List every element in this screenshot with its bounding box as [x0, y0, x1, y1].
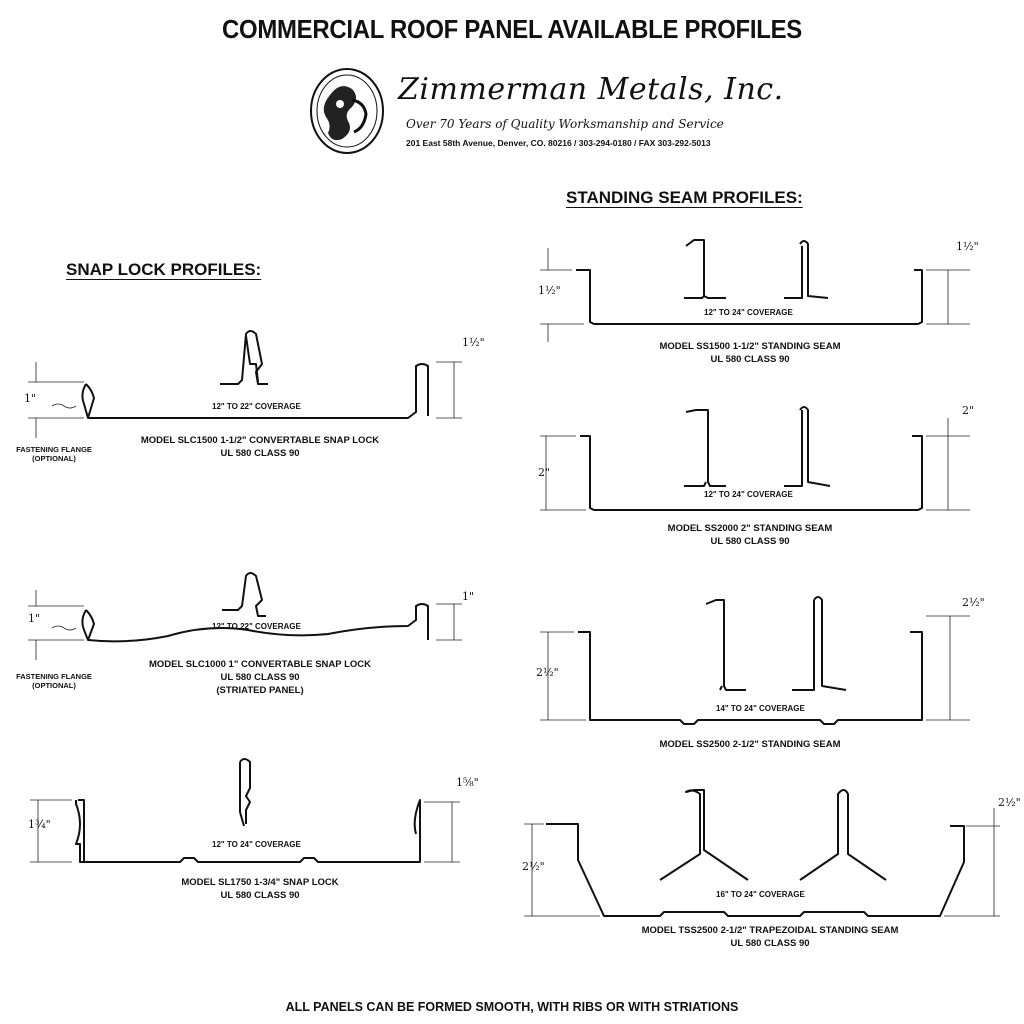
ss2500-model: MODEL SS2500 2-1/2" STANDING SEAM: [659, 739, 841, 750]
slc1000-profile-drawing: [28, 572, 462, 660]
slc1000-left-dimension: 1": [28, 612, 41, 625]
ss2000-caption: MODEL SS2000 2" STANDING SEAM UL 580 CLA…: [620, 522, 880, 548]
slc1000-flange-label: FASTENING FLANGE (OPTIONAL): [14, 672, 94, 690]
ss2000-model: MODEL SS2000 2" STANDING SEAM: [667, 523, 833, 534]
slc1000-flange-line1: FASTENING FLANGE: [16, 672, 92, 681]
ss1500-left-dimension: 1½": [538, 284, 561, 297]
ss2500-coverage: 14" TO 24" COVERAGE: [716, 704, 805, 713]
tss2500-profile-drawing: [524, 789, 1000, 917]
ss1500-coverage: 12" TO 24" COVERAGE: [704, 308, 793, 317]
ss1500-ul: UL 580 CLASS 90: [710, 354, 790, 365]
snap-lock-heading: SNAP LOCK PROFILES:: [66, 260, 262, 279]
tss2500-caption: MODEL TSS2500 2-1/2" TRAPEZOIDAL STANDIN…: [620, 924, 920, 950]
page-title: COMMERCIAL ROOF PANEL AVAILABLE PROFILES: [222, 14, 802, 44]
slc1500-caption: MODEL SLC1500 1-1/2" CONVERTABLE SNAP LO…: [120, 434, 400, 460]
slc1000-caption: MODEL SLC1000 1" CONVERTABLE SNAP LOCK U…: [120, 658, 400, 697]
company-tagline: Over 70 Years of Quality Worksmanship an…: [406, 117, 724, 131]
tss2500-right-dimension: 2½": [998, 796, 1021, 809]
slc1000-model: MODEL SLC1000 1" CONVERTABLE SNAP LOCK: [149, 659, 371, 670]
ss2500-profile-drawing: [540, 596, 970, 725]
tss2500-model: MODEL TSS2500 2-1/2" TRAPEZOIDAL STANDIN…: [641, 925, 899, 936]
tss2500-coverage: 16" TO 24" COVERAGE: [716, 890, 805, 899]
company-address: 201 East 58th Avenue, Denver, CO. 80216 …: [406, 138, 711, 148]
company-name: Zimmerman Metals, Inc.: [398, 72, 784, 107]
slc1500-flange-line2: (OPTIONAL): [32, 454, 76, 463]
sl1750-right-dimension: 1⅝": [456, 776, 479, 789]
slc1000-ul: UL 580 CLASS 90: [220, 672, 300, 683]
sl1750-profile-drawing: [30, 758, 460, 863]
sl1750-left-dimension: 1¾": [28, 818, 51, 831]
slc1500-coverage: 12" TO 22" COVERAGE: [212, 402, 301, 411]
ss2000-right-dimension: 2": [962, 404, 975, 417]
slc1500-left-dimension: 1": [24, 392, 37, 405]
tss2500-left-dimension: 2½": [522, 860, 545, 873]
slc1000-note: (STRIATED PANEL): [216, 685, 304, 696]
slc1500-flange-label: FASTENING FLANGE (OPTIONAL): [14, 445, 94, 463]
slc1500-ul: UL 580 CLASS 90: [220, 448, 300, 459]
standing-seam-heading: STANDING SEAM PROFILES:: [566, 188, 803, 207]
sl1750-ul: UL 580 CLASS 90: [220, 890, 300, 901]
slc1000-right-dimension: 1": [462, 590, 475, 603]
footer-note: ALL PANELS CAN BE FORMED SMOOTH, WITH RI…: [285, 1000, 739, 1014]
sl1750-caption: MODEL SL1750 1-3/4" SNAP LOCK UL 580 CLA…: [120, 876, 400, 902]
ss1500-right-dimension: 1½": [956, 240, 979, 253]
slc1500-right-dimension: 1½": [462, 336, 485, 349]
ss1500-model: MODEL SS1500 1-1/2" STANDING SEAM: [659, 341, 841, 352]
slc1500-profile-drawing: [28, 330, 462, 438]
ss2000-coverage: 12" TO 24" COVERAGE: [704, 490, 793, 499]
slc1000-coverage: 12" TO 22" COVERAGE: [212, 622, 301, 631]
slc1500-flange-line1: FASTENING FLANGE: [16, 445, 92, 454]
sl1750-coverage: 12" TO 24" COVERAGE: [212, 840, 301, 849]
slc1000-flange-line2: (OPTIONAL): [32, 681, 76, 690]
ss2000-left-dimension: 2": [538, 466, 551, 479]
ss2000-profile-drawing: [540, 406, 970, 511]
ss2000-ul: UL 580 CLASS 90: [710, 536, 790, 547]
ss1500-profile-drawing: [540, 239, 970, 342]
ss1500-caption: MODEL SS1500 1-1/2" STANDING SEAM UL 580…: [620, 340, 880, 366]
sl1750-model: MODEL SL1750 1-3/4" SNAP LOCK: [181, 877, 339, 888]
slc1500-model: MODEL SLC1500 1-1/2" CONVERTABLE SNAP LO…: [140, 435, 380, 446]
tss2500-ul: UL 580 CLASS 90: [730, 938, 810, 949]
ss2500-left-dimension: 2½": [536, 666, 559, 679]
ss2500-right-dimension: 2½": [962, 596, 985, 609]
ss2500-caption: MODEL SS2500 2-1/2" STANDING SEAM: [620, 738, 880, 751]
